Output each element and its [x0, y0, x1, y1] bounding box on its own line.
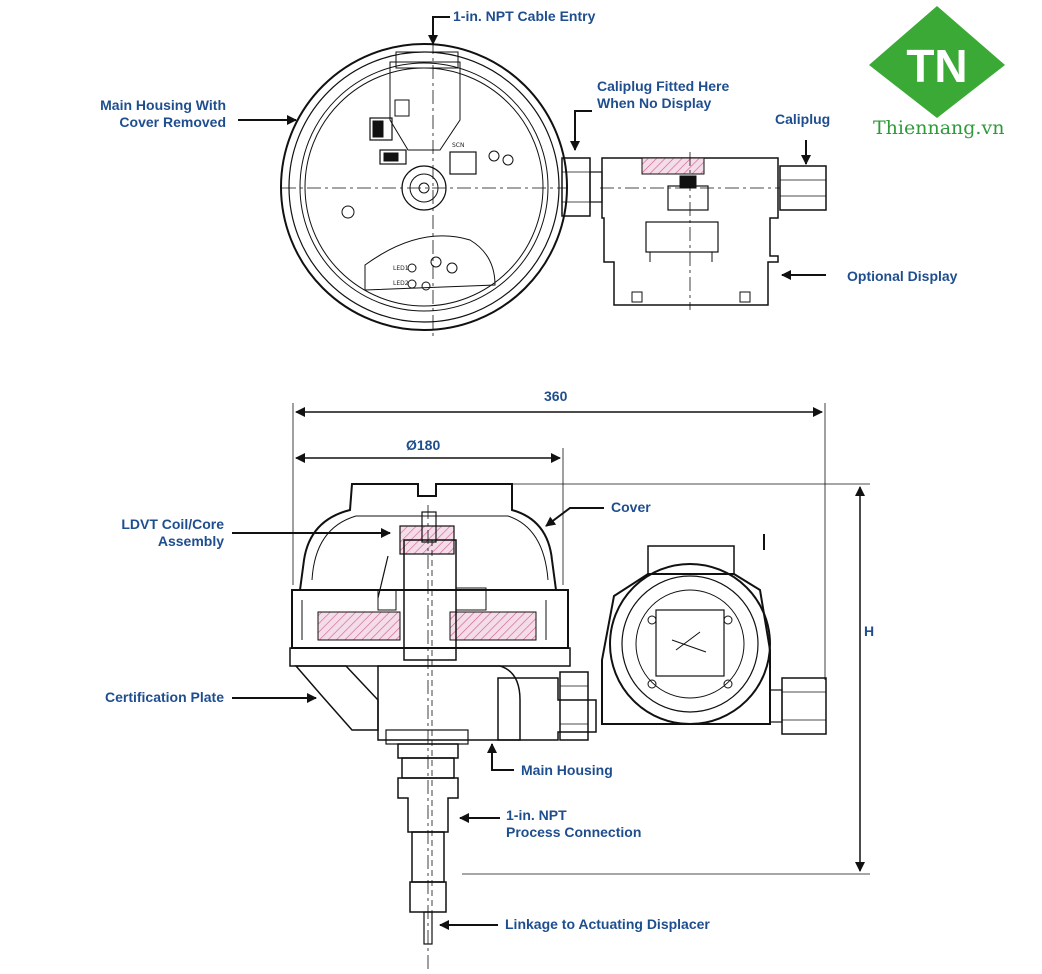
- dimension-overall-width: 360: [544, 388, 568, 404]
- label-main-housing: Main Housing: [521, 762, 613, 778]
- label-ldvt-line2: Assembly: [157, 533, 224, 549]
- label-cover: Cover: [611, 499, 651, 515]
- label-ldvt-assembly: LDVT Coil/Core Assembly: [62, 516, 224, 550]
- brand-site-text: Thiennang.vn: [873, 117, 1005, 139]
- label-caliplug: Caliplug: [775, 111, 831, 127]
- label-ldvt-line1: LDVT Coil/Core: [121, 516, 224, 532]
- top-view-display: [561, 152, 827, 310]
- label-linkage: Linkage to Actuating Displacer: [505, 916, 710, 932]
- scn-mark: SCN: [452, 142, 465, 149]
- label-process-line2: Process Connection: [506, 824, 642, 840]
- dimension-diameter: Ø180: [406, 437, 441, 453]
- brand-logo: TN: [869, 6, 1005, 118]
- label-cable-entry: 1-in. NPT Cable Entry: [453, 8, 596, 24]
- top-view-main-housing: [280, 40, 568, 340]
- label-caliplug-fitted-line1: Caliplug Fitted Here: [597, 78, 730, 94]
- label-main-housing-line2: Cover Removed: [119, 114, 226, 130]
- side-view-body: [289, 483, 597, 970]
- svg-text:TN: TN: [906, 40, 967, 92]
- label-main-housing-cover-removed: Main Housing With Cover Removed: [62, 97, 226, 131]
- dimension-lines: [292, 403, 870, 875]
- side-view-display: [601, 534, 827, 735]
- label-caliplug-fitted: Caliplug Fitted Here When No Display: [597, 78, 729, 112]
- dimension-height: H: [864, 623, 875, 639]
- top-view-leaders: [238, 16, 826, 280]
- label-caliplug-fitted-line2: When No Display: [597, 95, 712, 111]
- side-view-leaders: [232, 507, 604, 930]
- label-process-line1: 1-in. NPT: [506, 807, 567, 823]
- label-process-connection: 1-in. NPT Process Connection: [506, 807, 641, 841]
- label-main-housing-line1: Main Housing With: [100, 97, 226, 113]
- label-optional-display: Optional Display: [847, 268, 958, 284]
- led2-mark: LED2: [393, 280, 409, 287]
- label-certification-plate: Certification Plate: [104, 689, 224, 705]
- led1-mark: LED1: [393, 265, 409, 272]
